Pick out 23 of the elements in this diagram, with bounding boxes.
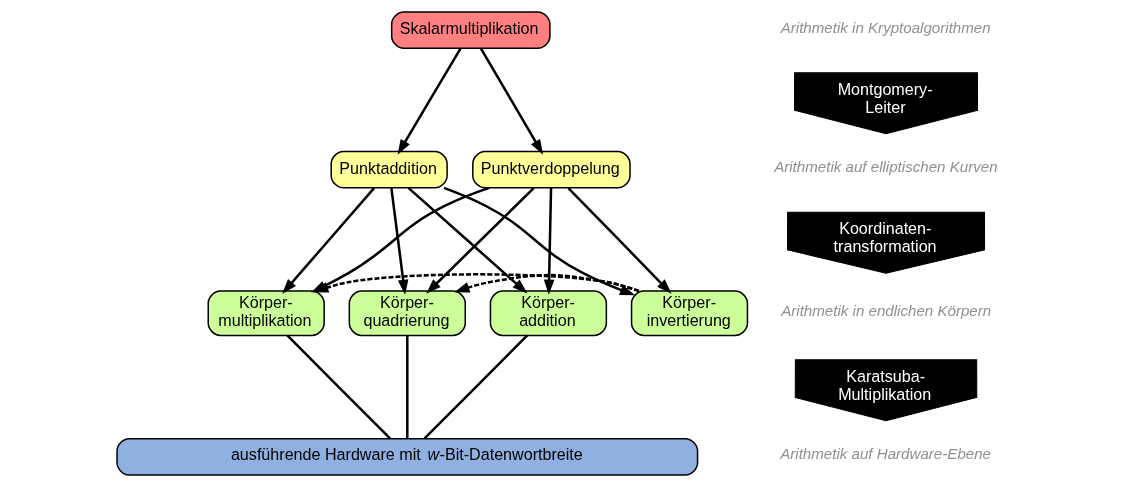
- node-box: Punktaddition: [330, 150, 448, 189]
- arrow: [479, 47, 544, 155]
- label: Arithmetik auf elliptischen Kurven: [774, 158, 998, 176]
- arrow: [543, 188, 555, 295]
- node-box: Körper- addition: [489, 290, 608, 337]
- node-box: Körper- multiplikation: [207, 290, 325, 337]
- arrow: [407, 187, 528, 294]
- label: Arithmetik auf Hardware-Ebene: [780, 445, 991, 463]
- arrow: [443, 186, 636, 296]
- node-box: Körper- quadrierung: [348, 290, 466, 337]
- node-box: Punktverdoppelung: [472, 150, 631, 189]
- arrow: [397, 47, 462, 155]
- label: Arithmetik in Kryptoalgorithmen: [780, 18, 991, 36]
- connector: [406, 335, 409, 439]
- node-box: ausführende Hardware mit w-Bit-Datenwortbreite: [116, 437, 699, 476]
- node-box: Körper- invertierung: [630, 290, 749, 337]
- connector: [286, 334, 391, 440]
- label: Arithmetik in endlichen Körpern: [781, 301, 992, 319]
- connector: [423, 334, 529, 440]
- arrow: [567, 187, 672, 294]
- arrow: [390, 187, 409, 295]
- node-box: Skalarmultiplikation: [390, 11, 551, 50]
- arrow: [426, 187, 535, 294]
